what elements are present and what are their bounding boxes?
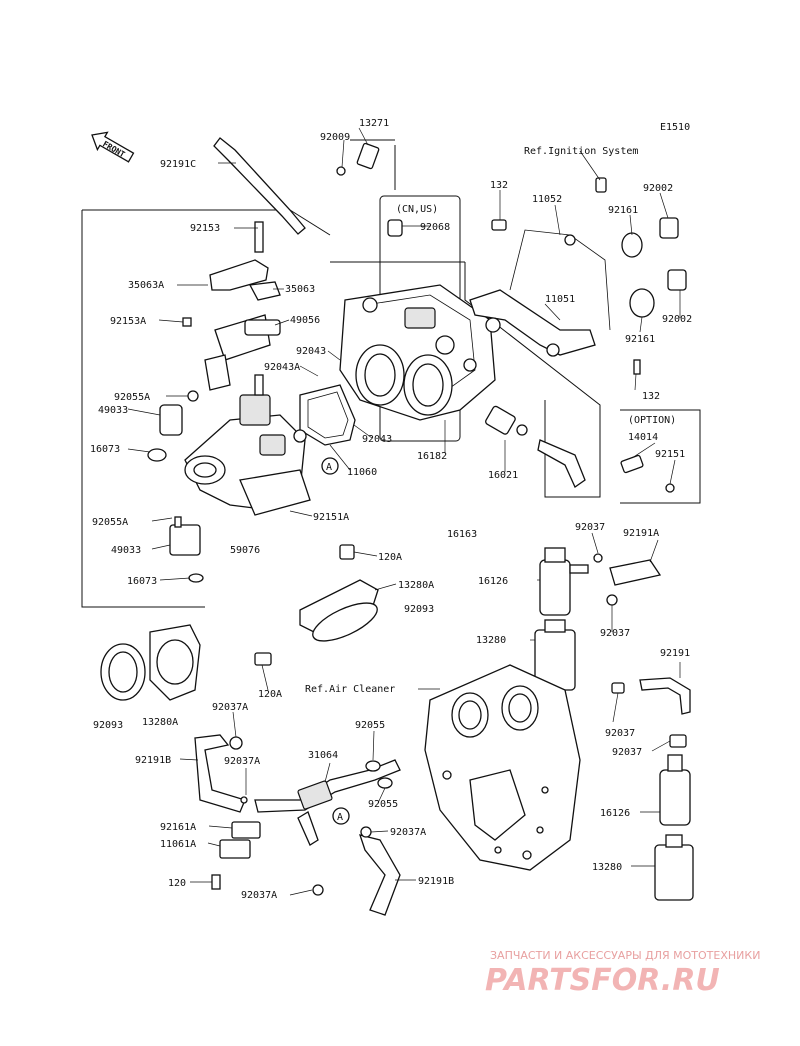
part-label: 92191A xyxy=(623,528,659,539)
ref-ignition-system: Ref.Ignition System xyxy=(524,146,638,157)
part-labels: 13271 92009 92191C 132 11052 92002 92161… xyxy=(90,118,692,901)
ref-air-cleaner: Ref.Air Cleaner xyxy=(305,684,395,695)
part-label: 16126 xyxy=(600,808,630,819)
part-label: 92055 xyxy=(368,799,398,810)
part-label: 92043A xyxy=(264,362,300,373)
part-label: 11061A xyxy=(160,839,196,850)
part-label: 92161 xyxy=(608,205,638,216)
front-arrow: FRONT xyxy=(91,131,135,163)
part-label: 49033 xyxy=(98,405,128,416)
diagram-code: E1510 xyxy=(660,122,690,133)
part-label: 92055A xyxy=(92,517,128,528)
part-label: 92002 xyxy=(662,314,692,325)
ignition-bracket xyxy=(469,177,687,375)
option-14014 xyxy=(620,454,675,493)
small-parts-left xyxy=(147,317,264,583)
part-label: 49056 xyxy=(290,315,320,326)
hoses-lower xyxy=(194,734,401,916)
part-label: 132 xyxy=(490,180,508,191)
part-label: 31064 xyxy=(308,750,338,761)
part-label: 92093 xyxy=(404,604,434,615)
part-label: 92037 xyxy=(600,628,630,639)
part-label: 92161A xyxy=(160,822,196,833)
part-label: 92037 xyxy=(605,728,635,739)
part-label: 92161 xyxy=(625,334,655,345)
watermark-tagline: ЗАПЧАСТИ И АКСЕССУАРЫ ДЛЯ МОТОТЕХНИКИ xyxy=(490,949,760,962)
screw-13271 xyxy=(336,142,380,176)
part-label: 11051 xyxy=(545,294,575,305)
ref-cn-us: (CN,US) xyxy=(396,204,438,215)
part-label: 13280A xyxy=(142,717,178,728)
callout-a-1: A xyxy=(321,457,339,475)
part-label: 132 xyxy=(642,391,660,402)
part-label: 92037A xyxy=(224,756,260,767)
part-label: 59076 xyxy=(230,545,260,556)
ref-option: (OPTION) xyxy=(628,415,676,426)
spacer-13280a xyxy=(299,544,379,642)
part-label: 92002 xyxy=(643,183,673,194)
part-label: 92043 xyxy=(362,434,392,445)
bracket-11061a xyxy=(211,821,261,890)
part-label: 92037A xyxy=(212,702,248,713)
part-label: 16182 xyxy=(417,451,447,462)
part-label: 92191B xyxy=(418,876,454,887)
part-label: 92151A xyxy=(313,512,349,523)
callout-a-2: A xyxy=(332,807,350,825)
part-label: 92093 xyxy=(93,720,123,731)
intake-manifold xyxy=(184,394,311,516)
part-label: 16073 xyxy=(90,444,120,455)
svg-text:A: A xyxy=(326,462,332,473)
part-label: 35063 xyxy=(285,284,315,295)
part-label: 16021 xyxy=(488,470,518,481)
part-label: 120 xyxy=(168,878,186,889)
part-label: 92191B xyxy=(135,755,171,766)
part-label: 13271 xyxy=(359,118,389,129)
part-label: 16073 xyxy=(127,576,157,587)
part-label: 11060 xyxy=(347,467,377,478)
part-label: 49033 xyxy=(111,545,141,556)
part-label: 92151 xyxy=(655,449,685,460)
part-label: 35063A xyxy=(128,280,164,291)
part-label: 92153 xyxy=(190,223,220,234)
part-label: 16126 xyxy=(478,576,508,587)
part-label: 16163 xyxy=(447,529,477,540)
fuel-pump-upper xyxy=(534,547,662,691)
leader-lines xyxy=(127,127,681,896)
watermark: ЗАПЧАСТИ И АКСЕССУАРЫ ДЛЯ МОТОТЕХНИКИ PA… xyxy=(485,949,760,998)
hose-92191c xyxy=(213,137,306,235)
part-label: 120A xyxy=(378,552,402,563)
part-label: 92055 xyxy=(355,720,385,731)
part-label: 14014 xyxy=(628,432,658,443)
part-label: 92037A xyxy=(390,827,426,838)
air-cleaner-plate xyxy=(424,664,581,871)
bracket-35063 xyxy=(204,221,281,391)
part-label: 92055A xyxy=(114,392,150,403)
sensor-16021 xyxy=(485,405,586,488)
throttle-body xyxy=(339,284,496,421)
part-label: 92191C xyxy=(160,159,196,170)
flange-13280a-left xyxy=(100,624,272,701)
part-label: 92043 xyxy=(296,346,326,357)
part-label: 13280 xyxy=(476,635,506,646)
plug-92068 xyxy=(387,219,403,237)
part-label: 92037 xyxy=(575,522,605,533)
part-label: 92037 xyxy=(612,747,642,758)
part-label: 92191 xyxy=(660,648,690,659)
part-label: 92037A xyxy=(241,890,277,901)
part-label: 92068 xyxy=(420,222,450,233)
part-label: 13280 xyxy=(592,862,622,873)
part-label: 11052 xyxy=(532,194,562,205)
part-label: 92153A xyxy=(110,316,146,327)
fuel-pump-lower xyxy=(611,677,694,901)
part-label: 13280A xyxy=(398,580,434,591)
gasket-11060 xyxy=(299,384,356,446)
svg-text:A: A xyxy=(337,812,343,823)
watermark-logo: PARTSFOR.RU xyxy=(485,963,720,998)
part-label: 92009 xyxy=(320,132,350,143)
part-label: 120A xyxy=(258,689,282,700)
